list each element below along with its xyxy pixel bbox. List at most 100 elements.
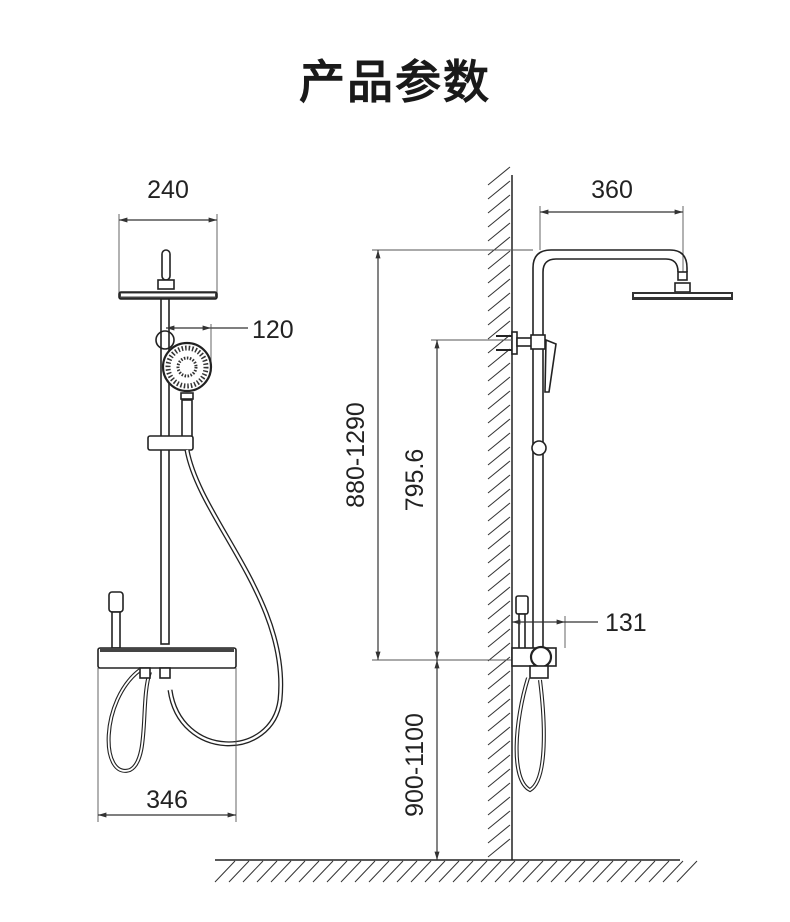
- page-title: 产品参数: [299, 55, 491, 109]
- hatch-line: [648, 860, 670, 883]
- rail-bracket: [155, 330, 175, 350]
- hatch-line: [487, 740, 511, 760]
- hatch-line: [354, 860, 376, 883]
- hatch-line: [487, 698, 511, 718]
- hatch-line: [676, 860, 698, 883]
- hatch-line: [536, 860, 558, 883]
- hatch-line: [487, 712, 511, 732]
- hatch-line: [487, 320, 511, 340]
- hatch-line: [522, 860, 544, 883]
- slide-holder: [147, 435, 194, 451]
- hatch-line: [487, 432, 511, 452]
- hose: [167, 449, 284, 747]
- hatch-line: [487, 628, 511, 648]
- hatch-line: [487, 670, 511, 690]
- hatch-line: [487, 558, 511, 578]
- overhead-shower: [118, 249, 218, 300]
- hatch-line: [312, 860, 334, 883]
- shower-rail: [160, 298, 170, 645]
- hatch-line: [508, 860, 530, 883]
- hatch-line: [487, 278, 511, 298]
- floor-hatching: [214, 860, 698, 883]
- hatch-line: [487, 516, 511, 536]
- hatch-line: [368, 860, 390, 883]
- hatch-line: [487, 726, 511, 746]
- hatch-line: [487, 796, 511, 816]
- hatch-line: [480, 860, 502, 883]
- hatch-line: [487, 600, 511, 620]
- hatch-line: [487, 334, 511, 354]
- hatch-line: [487, 166, 511, 186]
- hatch-line: [487, 348, 511, 368]
- hatch-line: [662, 860, 684, 883]
- hatch-line: [487, 236, 511, 256]
- hatch-line: [487, 460, 511, 480]
- thermostatic-mixer: [97, 647, 237, 679]
- hatch-line: [578, 860, 600, 883]
- hatch-line: [487, 404, 511, 424]
- shower-column: [532, 249, 688, 660]
- hatch-line: [564, 860, 586, 883]
- hatch-line: [487, 264, 511, 284]
- hatch-line: [487, 754, 511, 774]
- hatch-line: [487, 194, 511, 214]
- hatch-line: [620, 860, 642, 883]
- hatch-line: [487, 544, 511, 564]
- hatch-line: [487, 824, 511, 844]
- hatch-line: [634, 860, 656, 883]
- hatch-line: [550, 860, 572, 883]
- side-view: 360 880-1290 795.6 900: [214, 166, 733, 883]
- dim-bracket-height: 795.6: [401, 449, 429, 512]
- dim-handshower-offset: 120: [252, 316, 294, 344]
- hatch-line: [298, 860, 320, 883]
- hatch-line: [284, 860, 306, 883]
- dim-arm-projection: 360: [591, 176, 633, 204]
- hatch-line: [487, 530, 511, 550]
- dim-mixer-width: 346: [146, 786, 188, 814]
- hatch-line: [487, 418, 511, 438]
- hatch-line: [487, 782, 511, 802]
- wall-bracket: [496, 331, 546, 355]
- hatch-line: [487, 390, 511, 410]
- hatch-line: [424, 860, 446, 883]
- hatch-line: [487, 446, 511, 466]
- front-view: 240 120: [97, 176, 294, 822]
- hatch-line: [487, 768, 511, 788]
- hatch-line: [487, 502, 511, 522]
- mixer-side: [511, 645, 557, 679]
- hatch-line: [410, 860, 432, 883]
- hatch-line: [494, 860, 516, 883]
- hatch-line: [326, 860, 348, 883]
- dim-total-height: 880-1290: [342, 402, 370, 508]
- hatch-line: [487, 838, 511, 858]
- hatch-line: [396, 860, 418, 883]
- hatch-line: [382, 860, 404, 883]
- hatch-line: [438, 860, 460, 883]
- hatch-line: [487, 222, 511, 242]
- divert-knob: [531, 440, 547, 456]
- dim-mixer-projection: 131: [605, 609, 647, 637]
- hatch-line: [270, 860, 292, 883]
- hatch-line: [487, 180, 511, 200]
- hatch-line: [340, 860, 362, 883]
- hatch-line: [452, 860, 474, 883]
- hatch-line: [256, 860, 278, 883]
- hatch-line: [606, 860, 628, 883]
- hatch-line: [487, 572, 511, 592]
- dim-mixer-install-height: 900-1100: [401, 713, 429, 817]
- bidet-sprayer-side: [515, 595, 529, 615]
- hatch-line: [228, 860, 250, 883]
- wall-hatching: [487, 166, 511, 858]
- hatch-line: [487, 474, 511, 494]
- hatch-line: [242, 860, 264, 883]
- hatch-line: [487, 208, 511, 228]
- hatch-line: [487, 810, 511, 830]
- hatch-line: [487, 306, 511, 326]
- hatch-line: [466, 860, 488, 883]
- hatch-line: [487, 250, 511, 270]
- hatch-line: [487, 488, 511, 508]
- hatch-line: [487, 376, 511, 396]
- hatch-line: [214, 860, 236, 883]
- hatch-line: [487, 684, 511, 704]
